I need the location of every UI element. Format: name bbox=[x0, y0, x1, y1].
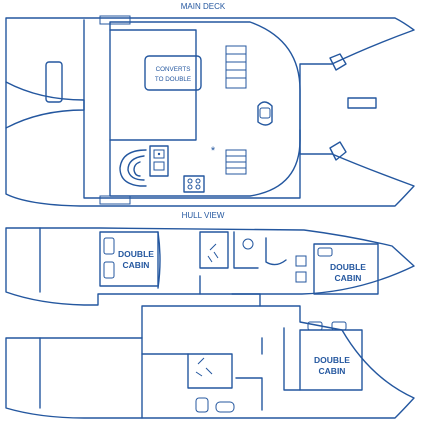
galley-sink bbox=[149, 145, 169, 177]
stove bbox=[183, 175, 205, 193]
cabin-port-aft-label-line2: CABIN bbox=[123, 260, 150, 270]
curved-settee bbox=[119, 149, 147, 187]
settee bbox=[144, 55, 202, 91]
star-icon: * bbox=[211, 145, 216, 157]
cabin-stbd-fwd-label-line1: DOUBLE bbox=[314, 355, 350, 365]
stair-link-port bbox=[231, 293, 261, 307]
settee-note-line2: TO DOUBLE bbox=[155, 76, 191, 83]
stairs-aft bbox=[225, 45, 247, 89]
helm-seat bbox=[257, 101, 273, 126]
cabin-stbd-fwd bbox=[299, 329, 363, 391]
cabin-port-fwd-label-line2: CABIN bbox=[335, 273, 362, 283]
cabin-port-fwd-label-line1: DOUBLE bbox=[330, 262, 366, 272]
hull-view-plan: DOUBLE CABIN DOUBLE CABIN DOUBLE CABIN bbox=[5, 227, 415, 419]
cabin-stbd-fwd-label-line2: CABIN bbox=[319, 366, 346, 376]
toilet-stbd bbox=[195, 397, 209, 413]
main-deck-title: MAIN DECK bbox=[181, 2, 226, 11]
cabin-port-aft bbox=[99, 231, 159, 287]
main-deck-plan: CONVERTS TO DOUBLE bbox=[5, 15, 415, 207]
cabin-port-aft-label-line1: DOUBLE bbox=[118, 249, 154, 259]
stairs-fwd bbox=[225, 149, 247, 175]
hull-view-title: HULL VIEW bbox=[182, 211, 225, 220]
hatch-fwd-upper bbox=[329, 53, 347, 71]
settee-note-line1: CONVERTS bbox=[156, 66, 191, 73]
cabin-stbd-aft bbox=[187, 353, 233, 389]
head-port bbox=[199, 231, 229, 269]
toilet-port bbox=[242, 238, 254, 250]
sink-stbd bbox=[215, 401, 235, 413]
hatch-mid bbox=[347, 97, 377, 109]
hatch-fwd-lower bbox=[329, 141, 347, 161]
hatch-aft bbox=[45, 61, 63, 103]
cabin-port-fwd bbox=[313, 243, 379, 295]
